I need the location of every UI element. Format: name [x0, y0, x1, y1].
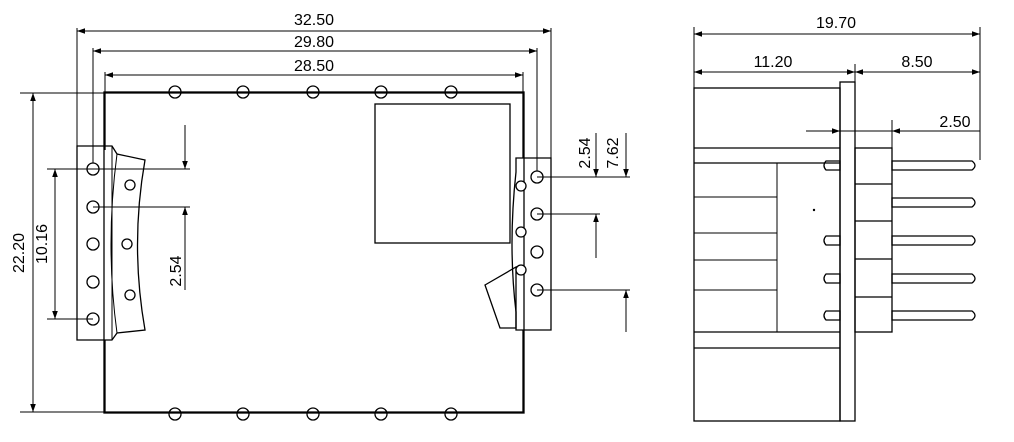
- latch: [484, 265, 517, 329]
- side-pins: [823, 160, 976, 321]
- front-dimensions: [20, 28, 630, 413]
- bottom-bumps: [168, 407, 458, 421]
- dim-2-50: 2.50: [939, 114, 970, 131]
- label-window: [374, 103, 511, 244]
- dim-11-20: 11.20: [754, 54, 793, 71]
- dim-left-2-54: 2.54: [168, 255, 185, 286]
- side-view: [693, 81, 976, 422]
- front-view: [76, 85, 552, 421]
- dim-10-16: 10.16: [34, 224, 51, 264]
- dim-19-70: 19.70: [816, 15, 856, 32]
- dim-29-80: 29.80: [294, 34, 334, 51]
- dim-32-50: 32.50: [294, 12, 334, 29]
- pin-header-block: [854, 147, 893, 333]
- dim-8-50: 8.50: [901, 54, 932, 71]
- dim-right-2-54: 2.54: [577, 137, 594, 168]
- side-housing: [693, 87, 841, 422]
- left-holes: [86, 162, 136, 326]
- right-holes: [515, 170, 544, 297]
- dim-22-20: 22.20: [11, 233, 28, 273]
- connector-body-outline: [104, 92, 524, 413]
- side-dimensions: [693, 27, 981, 160]
- right-pin-block: [511, 157, 552, 331]
- left-pin-block: [76, 145, 146, 341]
- dim-7-62: 7.62: [605, 137, 622, 168]
- side-flange: [839, 81, 856, 422]
- dim-28-50: 28.50: [294, 58, 334, 75]
